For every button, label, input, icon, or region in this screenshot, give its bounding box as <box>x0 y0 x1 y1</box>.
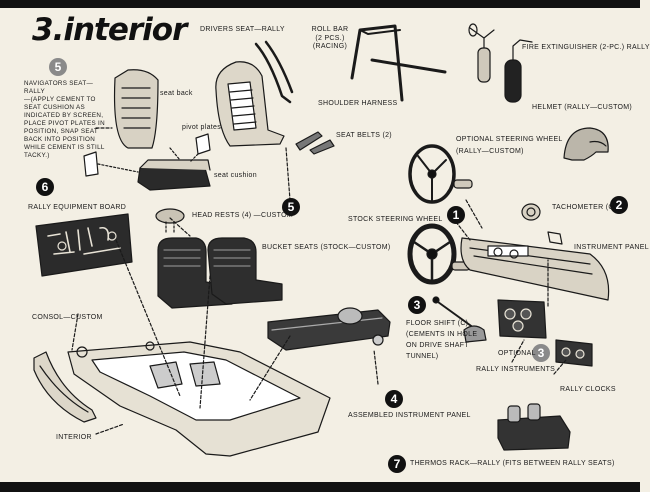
step-5-bucket-seats: 5 <box>282 198 300 216</box>
label-floor-shift: FLOOR SHIFT (C) (CEMENTS IN HOLE ON DRIV… <box>406 320 478 360</box>
instrument-panel-drawing <box>460 231 610 301</box>
label-pivot-plates: pivot plates <box>182 124 222 131</box>
assembled-panel-drawing <box>267 307 391 351</box>
bucket-seats-drawing <box>157 237 283 309</box>
label-thermos-rack: THERMOS RACK—RALLY (Fits between rally s… <box>410 460 615 467</box>
label-stock-steering-wheel: STOCK STEERING WHEEL <box>348 216 443 223</box>
leader-lines <box>71 127 567 435</box>
label-interior: INTERIOR <box>56 434 92 441</box>
step-4-assembled-panel: 4 <box>385 390 403 408</box>
label-seat-cushion: seat cushion <box>214 172 257 179</box>
label-seat-belts: SEAT BELTS (2) <box>336 132 392 139</box>
label-fire-extinguisher: FIRE EXTINGUISHER (2-PC.) RALLY <box>522 44 650 51</box>
helmet-drawing <box>563 127 609 161</box>
drivers-seat-drawing <box>215 40 335 155</box>
interior-tub-drawing <box>67 341 331 457</box>
step-6-rally-board: 6 <box>36 178 54 196</box>
fire-extinguisher-drawing <box>468 23 533 103</box>
step-3-rally-instruments: 3 <box>532 344 550 362</box>
step-5-navigator: 5 <box>49 58 67 76</box>
bottom-border <box>0 482 640 492</box>
label-optional: OPTIONAL <box>498 350 536 357</box>
rally-instruments-drawing <box>497 299 593 367</box>
floor-shift-drawing <box>432 296 487 343</box>
label-head-rests: HEAD RESTS (4) —CUSTOM <box>192 212 293 219</box>
label-instrument-panel: INSTRUMENT PANEL <box>574 244 649 251</box>
step-7-thermos: 7 <box>388 455 406 473</box>
page-title: 3.interior <box>32 12 187 48</box>
label-optional-steering-wheel: OPTIONAL STEERING WHEEL (RALLY—CUSTOM) <box>456 136 563 155</box>
label-navigators-seat: NAVIGATORS SEAT—RALLY —(Apply cement to … <box>24 80 105 159</box>
label-rally-equipment-board: RALLY EQUIPMENT BOARD <box>28 204 127 211</box>
label-consol: CONSOL—CUSTOM <box>32 314 103 321</box>
label-drivers-seat: DRIVERS SEAT—RALLY <box>200 26 285 33</box>
label-shoulder-harness: SHOULDER HARNESS <box>318 100 398 107</box>
navigator-seat-drawing <box>83 69 211 191</box>
label-helmet: HELMET (RALLY—CUSTOM) <box>532 104 633 111</box>
steering-wheels-drawing <box>407 144 473 285</box>
tachometer-drawing <box>521 203 541 221</box>
label-assembled-instrument-panel: ASSEMBLED INSTRUMENT PANEL <box>348 412 471 419</box>
label-rally-clocks: RALLY CLOCKS <box>560 386 616 393</box>
step-2-tachometer: 2 <box>610 196 628 214</box>
label-rally-instruments: RALLY INSTRUMENTS <box>476 366 556 373</box>
roll-bar-drawing <box>350 24 447 102</box>
label-bucket-seats: BUCKET SEATS (STOCK—CUSTOM) <box>262 244 391 251</box>
label-seat-back: seat back <box>160 90 193 97</box>
step-3-floor-shift: 3 <box>408 296 426 314</box>
label-tachometer: TACHOMETER (C) <box>552 204 617 211</box>
thermos-rack-drawing <box>497 403 571 451</box>
top-border <box>0 0 640 8</box>
head-rest-drawing <box>155 208 185 233</box>
step-1-steering: 1 <box>447 206 465 224</box>
label-roll-bar: ROLL BAR (2 Pcs.) (Racing) <box>311 26 349 50</box>
consol-drawing <box>33 351 97 423</box>
rally-board-drawing <box>35 213 133 277</box>
